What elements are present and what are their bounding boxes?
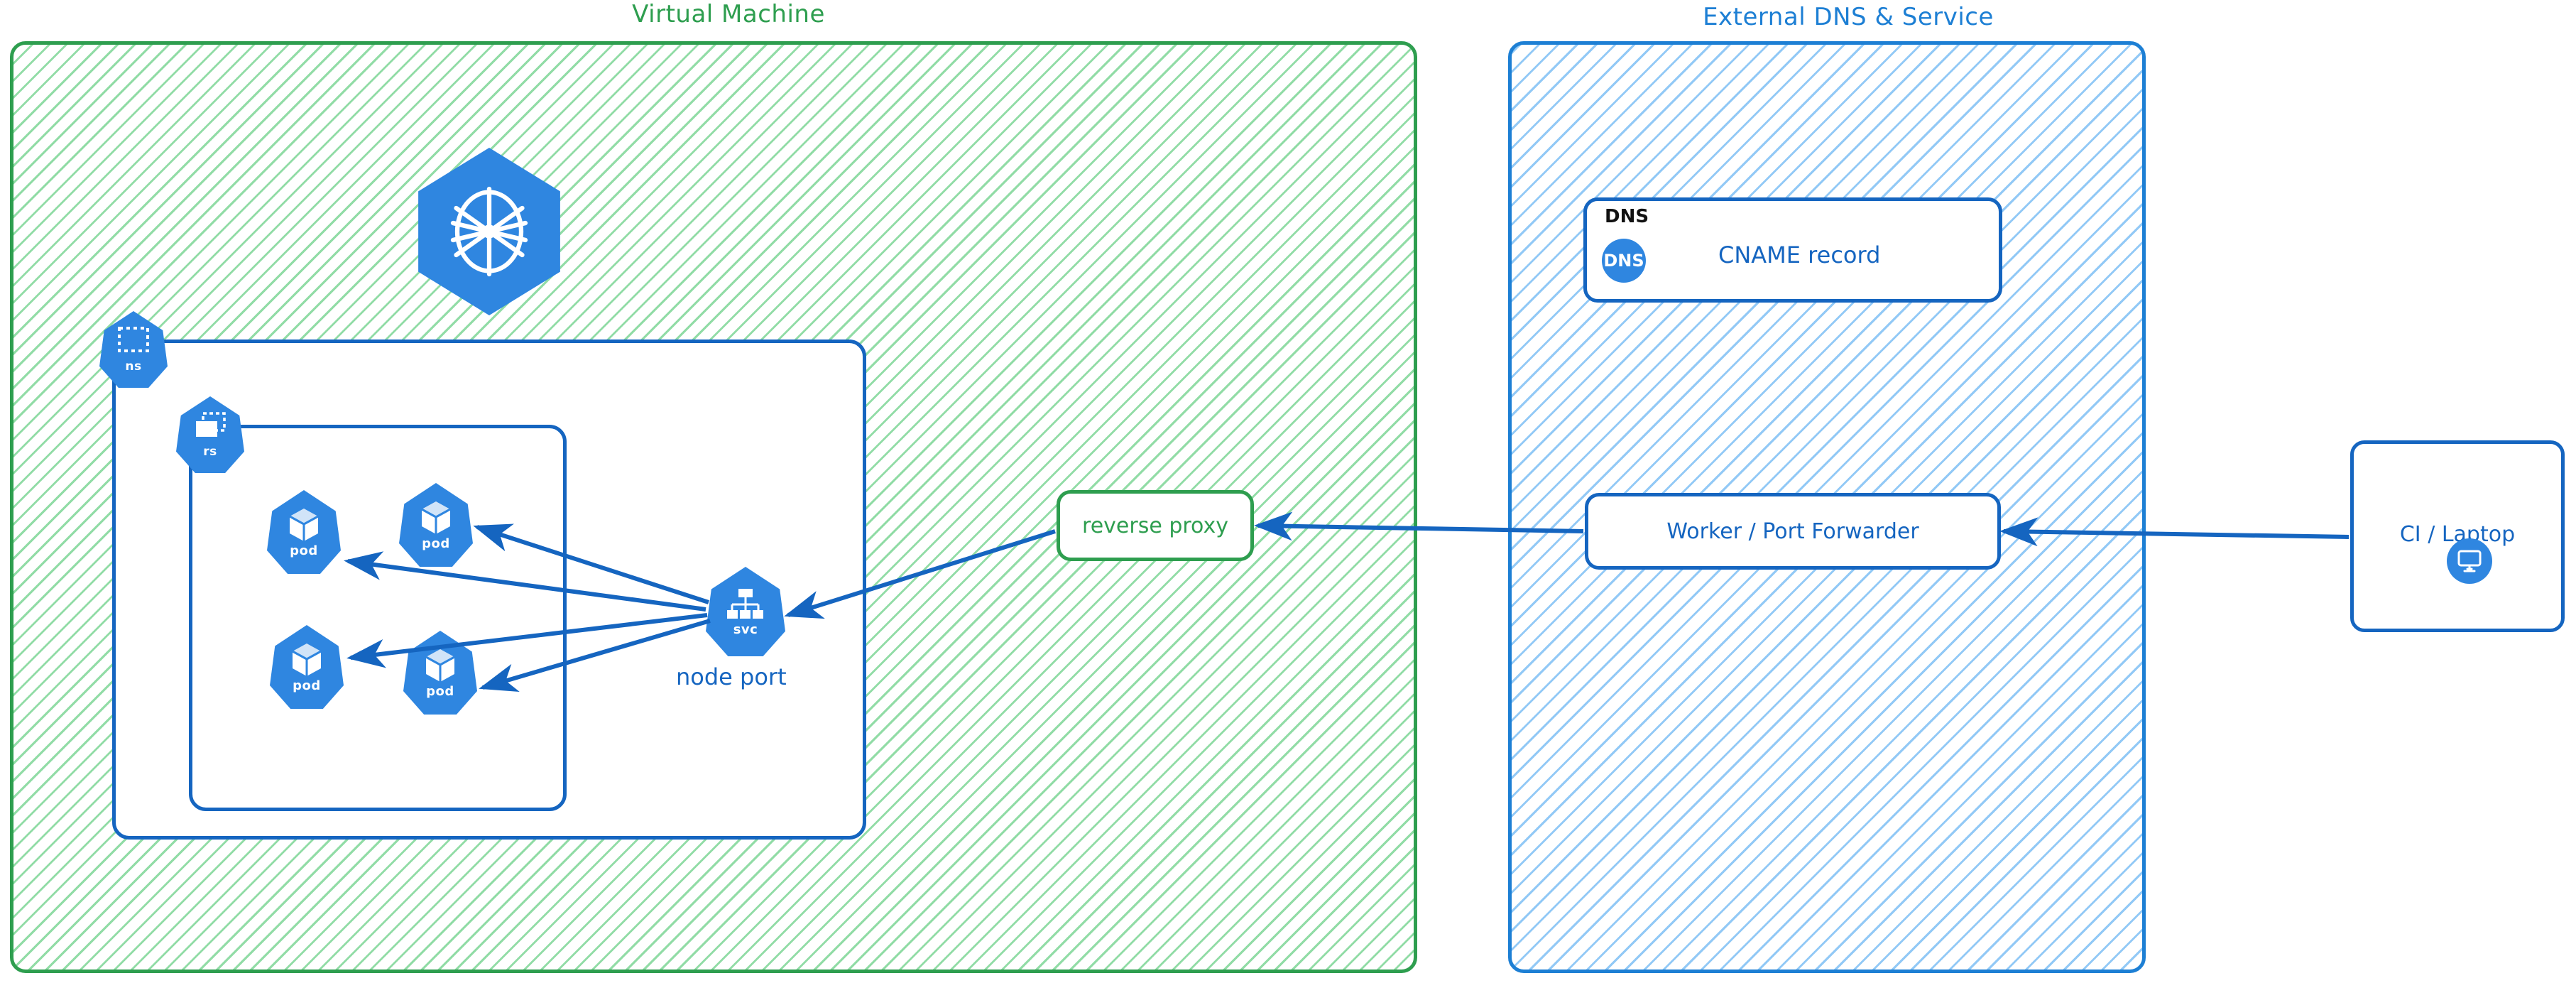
pod-3-label: pod [293, 678, 321, 693]
dns-kind-label: DNS [1605, 206, 1649, 227]
node-port-service-label: svc [733, 621, 758, 637]
ci-laptop-box[interactable]: CI / Laptop [2350, 440, 2565, 632]
dns-record-card[interactable] [1583, 197, 2002, 303]
worker-port-forwarder-box[interactable]: Worker / Port Forwarder [1585, 493, 2001, 570]
replicaset-container [189, 425, 567, 811]
desktop-monitor-icon [2447, 538, 2492, 584]
pod-1-label: pod [290, 543, 318, 558]
group-title-virtual-machine: Virtual Machine [632, 0, 825, 28]
node-port-caption: node port [676, 663, 787, 690]
pod-2-label: pod [422, 536, 450, 551]
worker-port-forwarder-label: Worker / Port Forwarder [1666, 518, 1919, 544]
replicaset-badge-label: rs [203, 445, 217, 459]
dns-icon-label: DNS [1603, 251, 1644, 271]
reverse-proxy-label: reverse proxy [1082, 513, 1228, 538]
cname-record-label: CNAME record [1718, 241, 1881, 268]
namespace-badge-label: ns [125, 359, 142, 374]
pod-4-label: pod [426, 684, 454, 699]
dns-icon: DNS [1602, 239, 1646, 283]
group-title-external-dns-service: External DNS & Service [1703, 3, 1994, 31]
reverse-proxy-box[interactable]: reverse proxy [1057, 490, 1254, 561]
